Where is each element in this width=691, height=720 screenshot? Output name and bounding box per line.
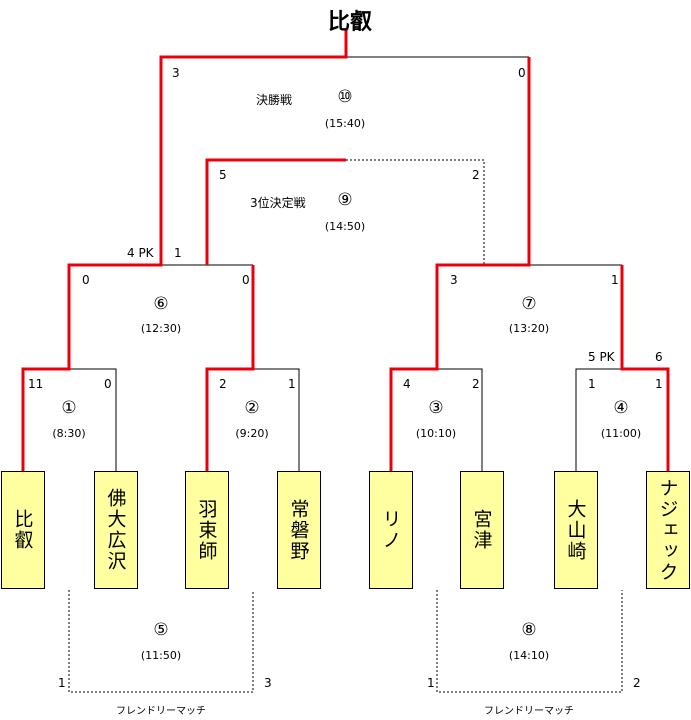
third-place-time: (14:50)	[324, 220, 366, 233]
match7-score-left: 3	[450, 273, 458, 287]
match8-name: フレンドリーマッチ	[484, 706, 574, 717]
match6-number: ⑥	[153, 294, 169, 314]
team-box-rino: リノ	[369, 471, 413, 589]
match7-number: ⑦	[521, 294, 537, 314]
match5-score-right: 3	[264, 676, 272, 690]
match2-score-left: 2	[219, 377, 227, 391]
match4-pk-left: 5 PK	[588, 350, 615, 364]
match1-score-left: 11	[28, 377, 44, 391]
match6-score-left: 0	[82, 273, 90, 287]
match1-time: (8:30)	[52, 427, 86, 440]
final-time: (15:40)	[324, 117, 366, 130]
third-place-score-right: 2	[472, 168, 480, 182]
match7-score-right: 1	[611, 273, 619, 287]
match3-number: ③	[428, 398, 444, 418]
team-name: 比叡	[11, 509, 34, 551]
match5-number: ⑤	[153, 620, 169, 640]
match2-score-right: 1	[288, 377, 296, 391]
final-name: 決勝戦	[256, 93, 293, 107]
team-name: ナジェック	[656, 477, 679, 583]
match8-number: ⑧	[521, 620, 537, 640]
match2-time: (9:20)	[235, 427, 269, 440]
team-name: 大山崎	[564, 498, 587, 562]
final-score-left: 3	[172, 66, 180, 80]
match3-time: (10:10)	[415, 427, 457, 440]
champion-title: 比叡	[327, 10, 372, 35]
match3-score-left: 4	[403, 377, 411, 391]
match6-score-right: 0	[242, 273, 250, 287]
match6-time: (12:30)	[140, 322, 182, 335]
match5-name: フレンドリーマッチ	[116, 706, 206, 717]
match7-time: (13:20)	[508, 322, 550, 335]
team-name: リノ	[379, 509, 402, 551]
match3-score-right: 2	[472, 377, 480, 391]
match4-number: ④	[613, 398, 629, 418]
match4-score-left: 1	[588, 377, 596, 391]
team-name: 常磐野	[287, 498, 310, 562]
team-name: 佛大広沢	[104, 488, 127, 572]
match1-score-right: 0	[104, 377, 112, 391]
match4-score-right: 1	[655, 377, 663, 391]
team-box-najekku: ナジェック	[646, 471, 690, 589]
team-name: 宮津	[470, 509, 493, 551]
team-name: 羽束師	[195, 498, 218, 562]
match4-time: (11:00)	[600, 427, 642, 440]
team-box-oyamazaki: 大山崎	[554, 471, 598, 589]
third-place-score-left: 5	[219, 168, 227, 182]
match5-score-left: 1	[58, 676, 66, 690]
match6-pk-left: 4 PK	[127, 246, 154, 260]
match1-number: ①	[61, 398, 77, 418]
bracket-lines-winner	[21, 30, 670, 472]
third-place-number: ⑨	[337, 190, 353, 210]
match8-time: (14:10)	[508, 649, 550, 662]
team-box-butsudai-hirosawa: 佛大広沢	[94, 471, 138, 589]
match8-score-right: 2	[633, 676, 641, 690]
third-place-name: 3位決定戦	[250, 196, 306, 210]
team-box-miyazu: 宮津	[460, 471, 504, 589]
final-number: ⑩	[337, 87, 353, 107]
team-box-tokiwano: 常磐野	[277, 471, 321, 589]
match8-score-left: 1	[427, 676, 435, 690]
team-box-hazukashi: 羽束師	[185, 471, 229, 589]
match5-time: (11:50)	[140, 649, 182, 662]
team-box-hiei: 比叡	[1, 471, 45, 589]
match6-pk-right: 1	[174, 246, 182, 260]
final-score-right: 0	[518, 66, 526, 80]
match2-number: ②	[244, 398, 260, 418]
match4-pk-right: 6	[655, 350, 663, 364]
bracket-lines-dotted	[68, 159, 623, 693]
